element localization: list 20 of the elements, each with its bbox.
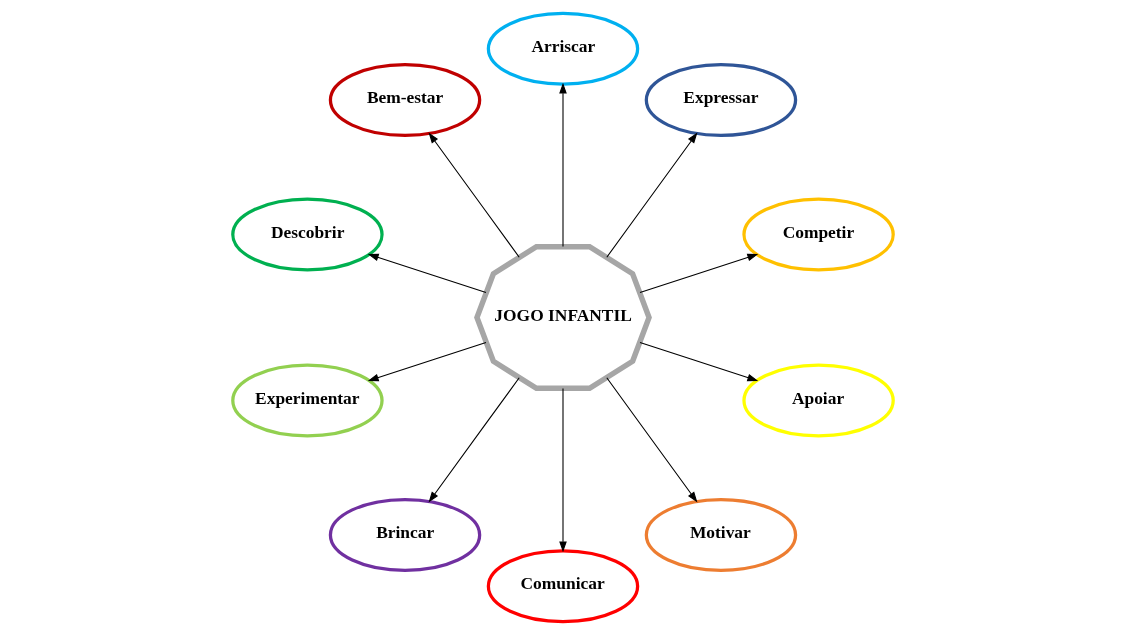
node-ellipse: Brincar xyxy=(328,497,481,572)
arrow xyxy=(428,376,520,503)
node-ellipse: Descobrir xyxy=(230,196,384,271)
arrow xyxy=(558,387,567,552)
node-ellipse: Motivar xyxy=(644,497,797,572)
arrow xyxy=(639,341,758,381)
arrow xyxy=(639,253,758,293)
arrow xyxy=(605,376,697,503)
arrow xyxy=(367,341,486,381)
node-ellipse: Expressar xyxy=(644,62,797,137)
node-ellipse: Competir xyxy=(741,196,895,271)
node-ellipse: Arriscar xyxy=(486,11,639,86)
arrow xyxy=(367,253,486,293)
arrow xyxy=(428,131,520,258)
node-ellipse: Experimentar xyxy=(230,363,384,438)
node-ellipse: Apoiar xyxy=(741,363,895,438)
arrow xyxy=(558,82,567,247)
node-ellipse: Comunicar xyxy=(486,548,639,623)
arrow xyxy=(605,131,697,258)
node-ellipse: Bem-estar xyxy=(328,62,481,137)
